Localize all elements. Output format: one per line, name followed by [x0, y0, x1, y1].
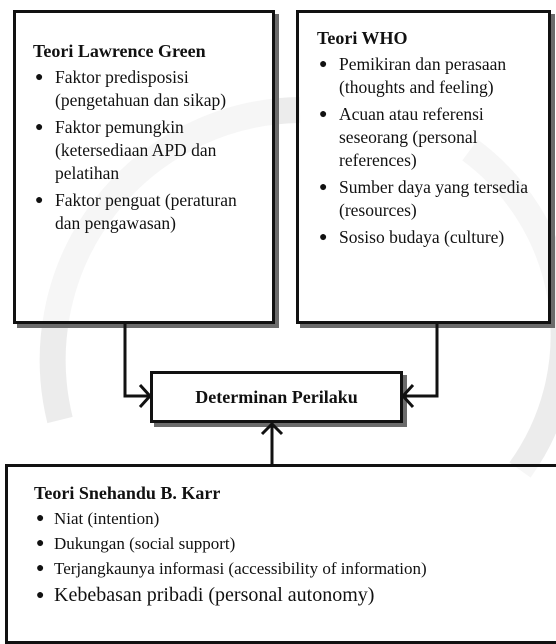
lawrence-green-list: ●Faktor predisposisi (pengetahuan dan si…	[33, 66, 260, 235]
bullet-icon: ●	[36, 588, 45, 603]
bullet-icon: ●	[319, 57, 328, 72]
who-box: Teori WHO ●Pemikiran dan perasaan (thoug…	[296, 10, 551, 324]
list-item: ●Dukungan (social support)	[36, 534, 236, 553]
bullet-icon: ●	[36, 511, 45, 526]
bullet-icon: ●	[319, 107, 328, 122]
bullet-icon: ●	[36, 561, 45, 576]
list-item: ●Acuan atau referensi seseorang (persona…	[319, 104, 484, 170]
list-item: ●Faktor penguat (peraturan dan pengawasa…	[35, 190, 237, 233]
lawrence-green-box: Teori Lawrence Green ●Faktor predisposis…	[13, 10, 275, 324]
green-to-center-connector	[123, 324, 150, 398]
bullet-icon: ●	[36, 536, 45, 551]
list-item: ●Niat (intention)	[36, 509, 160, 528]
list-item: ●Terjangkaunya informasi (accessibility …	[36, 559, 427, 578]
list-item: ●Faktor pemungkin (ketersediaan APD dan …	[35, 117, 217, 183]
bullet-icon: ●	[319, 230, 328, 245]
list-item: ●Faktor predisposisi (pengetahuan dan si…	[35, 67, 227, 110]
determinan-perilaku-title: Determinan Perilaku	[195, 387, 358, 407]
who-to-center-connector	[403, 324, 439, 398]
bullet-icon: ●	[35, 70, 44, 85]
who-to-center-arrowhead-icon	[400, 383, 415, 409]
list-item: ●Pemikiran dan perasaan (thoughts and fe…	[319, 54, 507, 97]
list-item: ●Kebebasan pribadi (personal autonomy)	[36, 584, 375, 606]
snehandu-karr-list: ●Niat (intention) ●Dukungan (social supp…	[34, 508, 556, 608]
snehandu-karr-title: Teori Snehandu B. Karr	[34, 483, 221, 503]
bullet-icon: ●	[35, 120, 44, 135]
karr-to-center-arrowhead-icon	[260, 421, 284, 436]
who-title: Teori WHO	[317, 28, 408, 48]
green-to-center-arrowhead-icon	[138, 383, 153, 409]
list-item: ●Sosiso budaya (culture)	[319, 227, 505, 247]
snehandu-karr-box: Teori Snehandu B. Karr ●Niat (intention)…	[5, 464, 556, 644]
lawrence-green-title: Teori Lawrence Green	[33, 41, 206, 61]
bullet-icon: ●	[35, 193, 44, 208]
list-item: ●Sumber daya yang tersedia (resources)	[319, 177, 529, 220]
bullet-icon: ●	[319, 180, 328, 195]
determinan-perilaku-box: Determinan Perilaku	[150, 371, 403, 423]
who-list: ●Pemikiran dan perasaan (thoughts and fe…	[317, 53, 538, 249]
